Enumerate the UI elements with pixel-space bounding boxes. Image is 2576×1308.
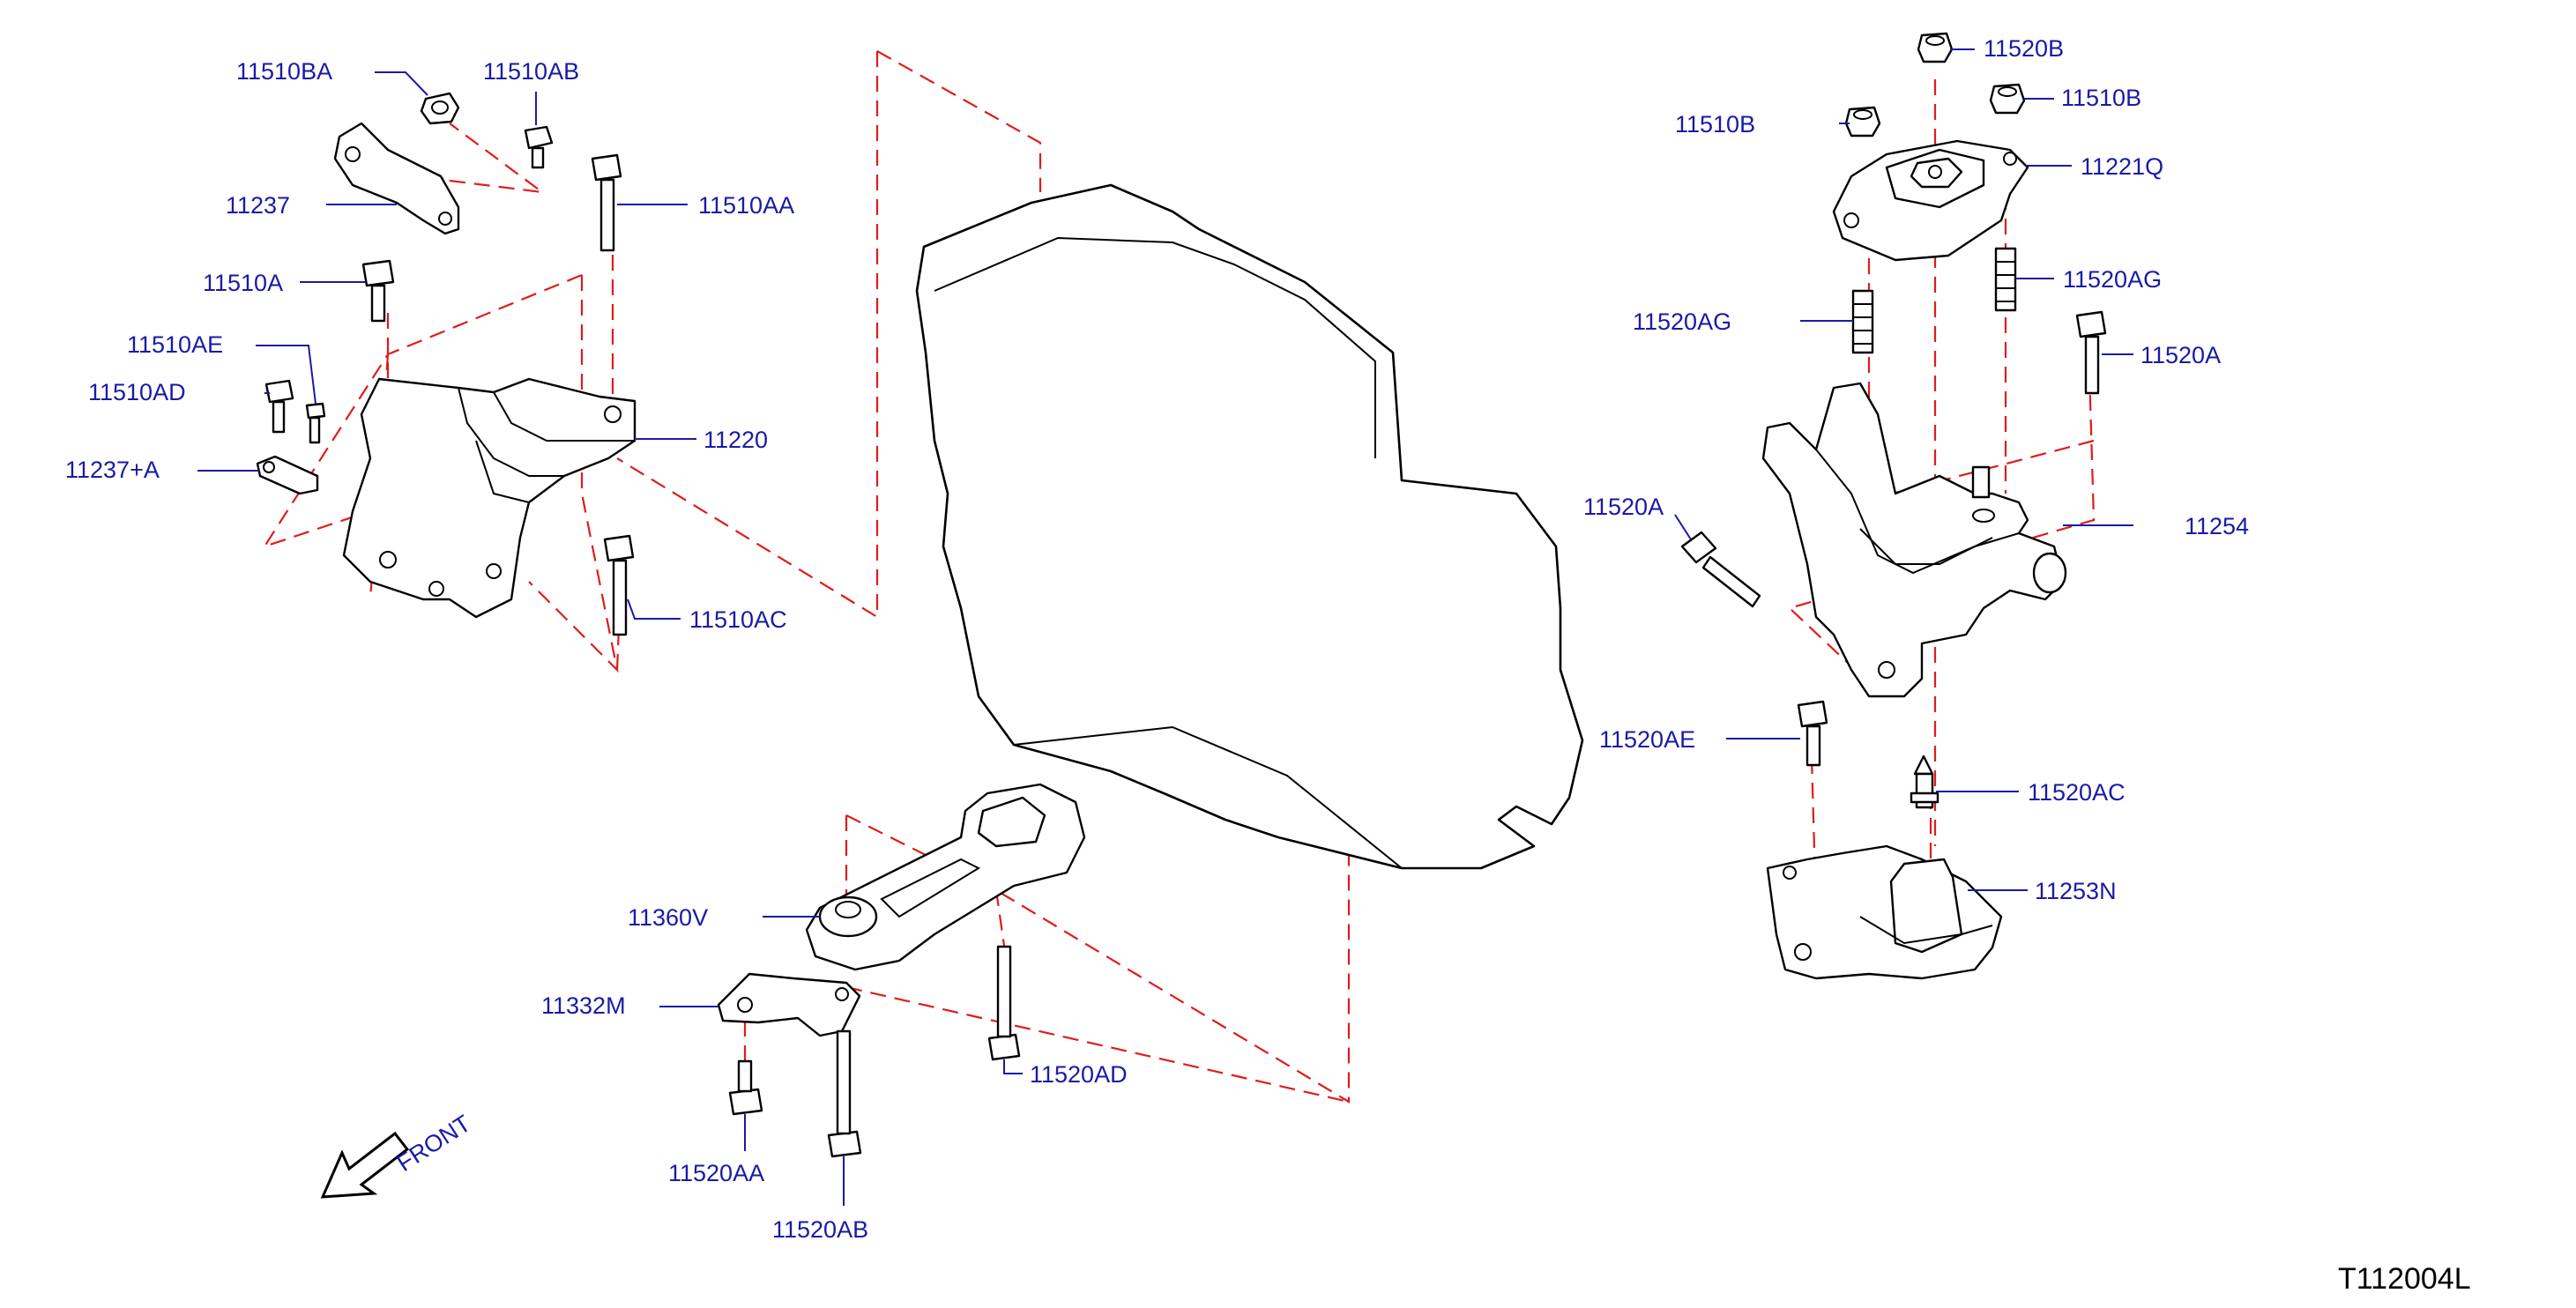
label-11520A-left: 11520A [1583, 494, 1664, 520]
label-11520AG-left: 11520AG [1633, 308, 1731, 335]
bracket-11237-icon [333, 122, 460, 235]
nut-11510BA-icon [420, 92, 460, 125]
label-11237A: 11237+A [65, 457, 160, 483]
label-11520A-right: 11520A [2140, 342, 2221, 368]
front-direction-arrow-icon [320, 1131, 410, 1199]
stud-11520AG-left-icon [1851, 289, 1874, 354]
bracket-hole [438, 212, 452, 226]
bolt-11520AB-icon [827, 1029, 862, 1158]
bolt-11510A-icon [361, 259, 395, 323]
diagram-code: T112004L [2338, 1262, 2471, 1296]
bolt-11520AD-icon [987, 945, 1021, 1061]
label-11520AG-right: 11520AG [2063, 266, 2162, 293]
label-11510AB: 11510AB [483, 58, 579, 85]
label-11510B-left: 11510B [1675, 111, 1755, 137]
stud-11520AG-right-icon [1994, 247, 2017, 312]
bolt-11510AE-icon [305, 402, 326, 444]
torque-rod-11360V-icon [805, 783, 1086, 971]
engine-mount-11220-icon [342, 377, 637, 619]
bolt-11520AE-icon [1797, 700, 1828, 767]
front-label: FRONT [392, 1110, 475, 1177]
label-11253N: 11253N [2035, 878, 2117, 904]
bolt-11510AB-icon [524, 125, 554, 169]
mount-11221Q-icon [1832, 139, 2029, 262]
label-11332M: 11332M [541, 992, 626, 1019]
bolt-11510AD-icon [264, 379, 294, 434]
label-11220: 11220 [704, 427, 768, 453]
bolt-11510AA-icon [591, 153, 622, 252]
bolt-11520A-left-icon [1680, 531, 1761, 608]
engine-block [915, 183, 1584, 870]
engine-head-line [934, 236, 1376, 458]
label-11520AD: 11520AD [1030, 1061, 1128, 1088]
nut-11510B-right-icon [1989, 83, 2026, 115]
nut-11510B-left-icon [1844, 106, 1881, 137]
bolt-11520A-right-icon [2075, 310, 2107, 395]
label-11510B-right: 11510B [2061, 85, 2141, 111]
label-11237: 11237 [226, 192, 290, 219]
mount-11253N-icon [1766, 844, 2003, 980]
label-11520AE: 11520AE [1599, 726, 1695, 753]
label-11254: 11254 [2185, 513, 2249, 539]
nut-11520B-icon [1917, 32, 1954, 63]
label-11520AC: 11520AC [2028, 779, 2126, 806]
label-11510AA: 11510AA [698, 192, 794, 219]
bolt-11520AA-icon [728, 1059, 763, 1116]
leader-lines [197, 48, 2133, 1206]
bolt-11510AC-icon [603, 534, 635, 636]
engine-lower-line [1013, 725, 1403, 869]
label-11510AD: 11510AD [88, 379, 186, 405]
label-11510AC: 11510AC [689, 606, 787, 633]
plate-11237A-icon [256, 455, 319, 495]
label-11510AE: 11510AE [127, 331, 223, 358]
label-11520AB: 11520AB [772, 1216, 868, 1243]
bracket-hole [345, 146, 361, 162]
label-11360V: 11360V [628, 904, 708, 931]
stud-11520AC-icon [1910, 754, 1939, 809]
label-11510A: 11510A [203, 270, 283, 296]
bracket-11332M-icon [717, 972, 861, 1037]
label-11510BA: 11510BA [236, 58, 332, 85]
label-11520B: 11520B [1984, 35, 2064, 62]
label-11520AA: 11520AA [668, 1160, 764, 1186]
bracket-11254-icon [1761, 382, 2067, 698]
label-11221Q: 11221Q [2081, 153, 2163, 180]
